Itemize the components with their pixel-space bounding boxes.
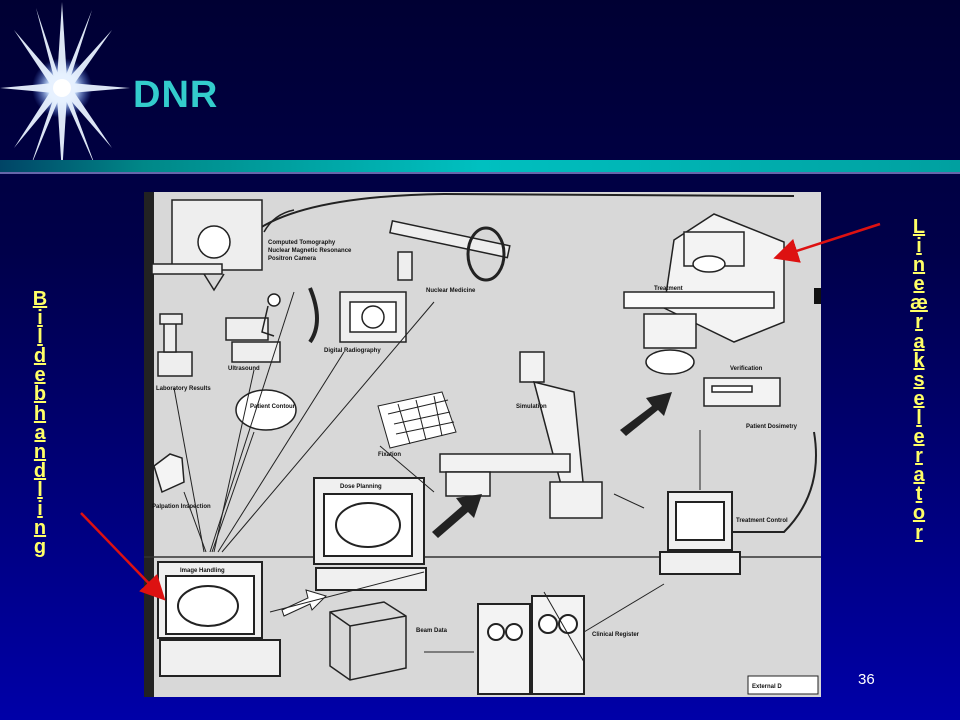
title-divider — [0, 160, 960, 174]
right-label-letter: e — [913, 387, 925, 410]
image-handling-terminal — [157, 561, 281, 677]
right-label-letter: s — [913, 368, 925, 391]
right-label-letter: e — [913, 273, 925, 296]
label-ct: Computed Tomography — [268, 240, 336, 246]
left-label-letter: l — [37, 326, 43, 349]
label-image-handling: Image Handling — [180, 568, 225, 574]
label-patient-contour: Patient Contour — [250, 404, 296, 410]
label-laboratory: Laboratory Results — [156, 386, 211, 392]
connection-lines — [173, 291, 701, 663]
left-label-letter: n — [33, 440, 47, 463]
left-label-letter: a — [34, 421, 46, 444]
label-verification: Verification — [730, 366, 763, 372]
arrow-to-simulation — [432, 494, 482, 538]
ct-scanner — [151, 199, 263, 292]
left-label-letter: d — [33, 459, 47, 482]
starburst-icon — [0, 2, 130, 174]
right-label-letter: r — [915, 311, 923, 334]
right-label-letter: L — [912, 216, 926, 238]
label-simulation: Simulation — [516, 404, 547, 410]
beam-data-tank — [329, 601, 407, 681]
right-label-letter: o — [912, 502, 926, 525]
slide-title: DNR — [133, 74, 219, 116]
radiotherapy-workflow-diagram: Computed Tomography Nuclear Magnetic Res… — [144, 192, 821, 697]
left-label-letter: i — [37, 498, 43, 521]
verification-console — [703, 377, 781, 407]
clinical-register-cabinet — [477, 595, 585, 695]
left-label-letter: d — [33, 345, 47, 368]
left-label-letter: B — [32, 288, 48, 310]
nuclear-medicine-device — [389, 220, 511, 282]
right-label-letter: r — [915, 521, 923, 544]
label-pet: Positron Camera — [268, 256, 317, 262]
label-external: External D — [752, 684, 782, 690]
left-label-letter: i — [37, 307, 43, 330]
left-label-letter: h — [33, 402, 47, 425]
linear-accelerator — [623, 213, 785, 375]
dose-planning-terminal — [313, 477, 427, 591]
label-treatment-control: Treatment Control — [736, 518, 788, 524]
external-box — [747, 675, 819, 695]
label-fixation: Fixation — [378, 452, 401, 458]
slide-number: 36 — [858, 671, 875, 688]
label-patient-dosimetry: Patient Dosimetry — [746, 424, 798, 430]
digital-radiography-device — [308, 287, 407, 344]
right-label-letter: n — [912, 254, 926, 277]
label-digital-radiography: Digital Radiography — [324, 348, 381, 354]
right-label-letter: t — [915, 483, 923, 506]
left-label-letter: e — [34, 364, 46, 387]
label-palpation: Palpation Inspection — [152, 504, 211, 510]
right-label-letter: a — [913, 330, 925, 353]
ultrasound-device — [225, 293, 281, 363]
microscope-icon — [157, 313, 193, 377]
right-label-letter: æ — [910, 292, 928, 315]
right-label-letter: l — [916, 406, 922, 429]
label-nuclear-medicine: Nuclear Medicine — [426, 288, 476, 294]
label-beam-data: Beam Data — [416, 628, 448, 634]
label-clinical-register: Clinical Register — [592, 632, 640, 638]
label-treatment: Treatment — [654, 286, 683, 292]
label-ultrasound: Ultrasound — [228, 366, 260, 372]
label-dose-planning: Dose Planning — [340, 484, 382, 490]
left-label-letter: n — [33, 517, 47, 540]
label-nmr: Nuclear Magnetic Resonance — [268, 248, 352, 254]
right-label-letter: i — [916, 235, 922, 258]
right-label-letter: a — [913, 464, 925, 487]
hand-icon — [153, 453, 185, 494]
right-label-letter: e — [913, 426, 925, 449]
treatment-control-terminal — [659, 491, 741, 575]
simulator-device — [439, 351, 603, 519]
left-label-letter: g — [33, 536, 47, 559]
right-label-letter: k — [913, 349, 925, 372]
left-label-letter: b — [33, 383, 47, 406]
fixation-mesh — [377, 391, 457, 449]
arrow-to-treatment — [620, 392, 672, 436]
diagram-drawing: Computed Tomography Nuclear Magnetic Res… — [144, 192, 821, 697]
left-label-letter: l — [37, 478, 43, 501]
right-label-letter: r — [915, 445, 923, 468]
patient-contour-bubble — [235, 389, 297, 431]
